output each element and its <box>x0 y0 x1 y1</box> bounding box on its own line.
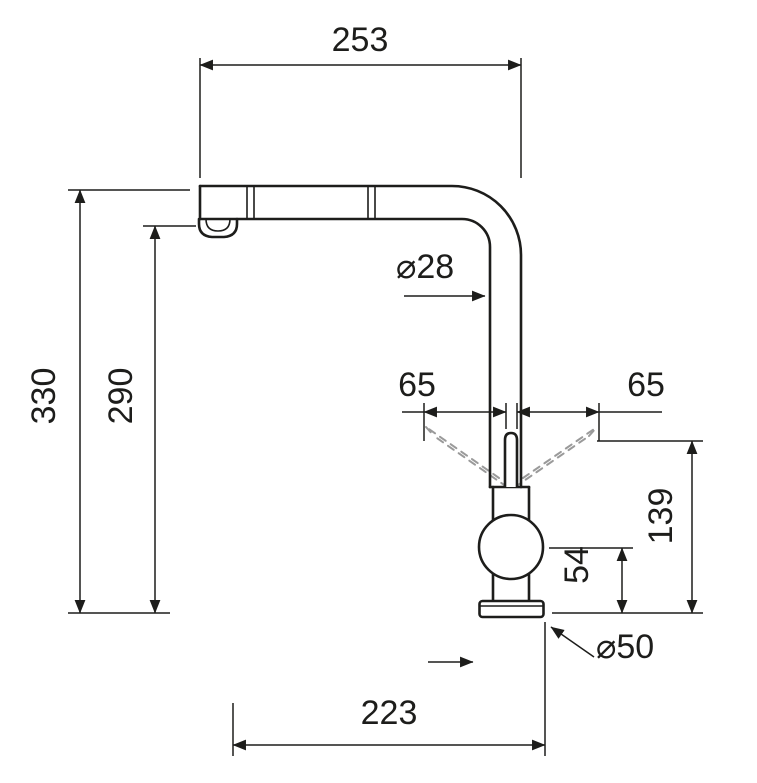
base-flange <box>478 599 545 619</box>
dim-label-253: 253 <box>332 21 389 59</box>
sphere-joint <box>477 513 545 581</box>
spray-head <box>197 217 239 239</box>
lever-swing-dashed-left <box>425 426 508 488</box>
dim-label-d50: ⌀50 <box>596 628 654 666</box>
dim-d50-leader <box>550 626 595 658</box>
dim-label-54: 54 <box>558 546 596 584</box>
spout-seam-lines <box>246 186 376 219</box>
handle-lever <box>503 431 519 487</box>
dim-65-ext-handle <box>505 403 518 429</box>
lever-swing-dashed-right <box>514 426 598 488</box>
dim-label-65-right: 65 <box>627 366 665 404</box>
dim-label-139: 139 <box>642 488 680 545</box>
faucet-outline-group <box>197 184 545 619</box>
dim-label-330: 330 <box>25 368 63 425</box>
spout-inner-outline <box>198 217 492 489</box>
dimension-labels-group: 253 330 290 ⌀28 65 65 139 54 ⌀50 223 <box>25 21 680 732</box>
spout-outer-outline <box>198 184 523 489</box>
dim-label-d28: ⌀28 <box>396 248 454 286</box>
dim-label-65-left: 65 <box>398 366 436 404</box>
dim-label-290: 290 <box>102 368 140 425</box>
spray-head-dome <box>205 218 231 232</box>
lever-swing-projection <box>425 426 598 488</box>
dim-label-223: 223 <box>361 694 418 732</box>
dimension-lines-group <box>68 58 703 756</box>
